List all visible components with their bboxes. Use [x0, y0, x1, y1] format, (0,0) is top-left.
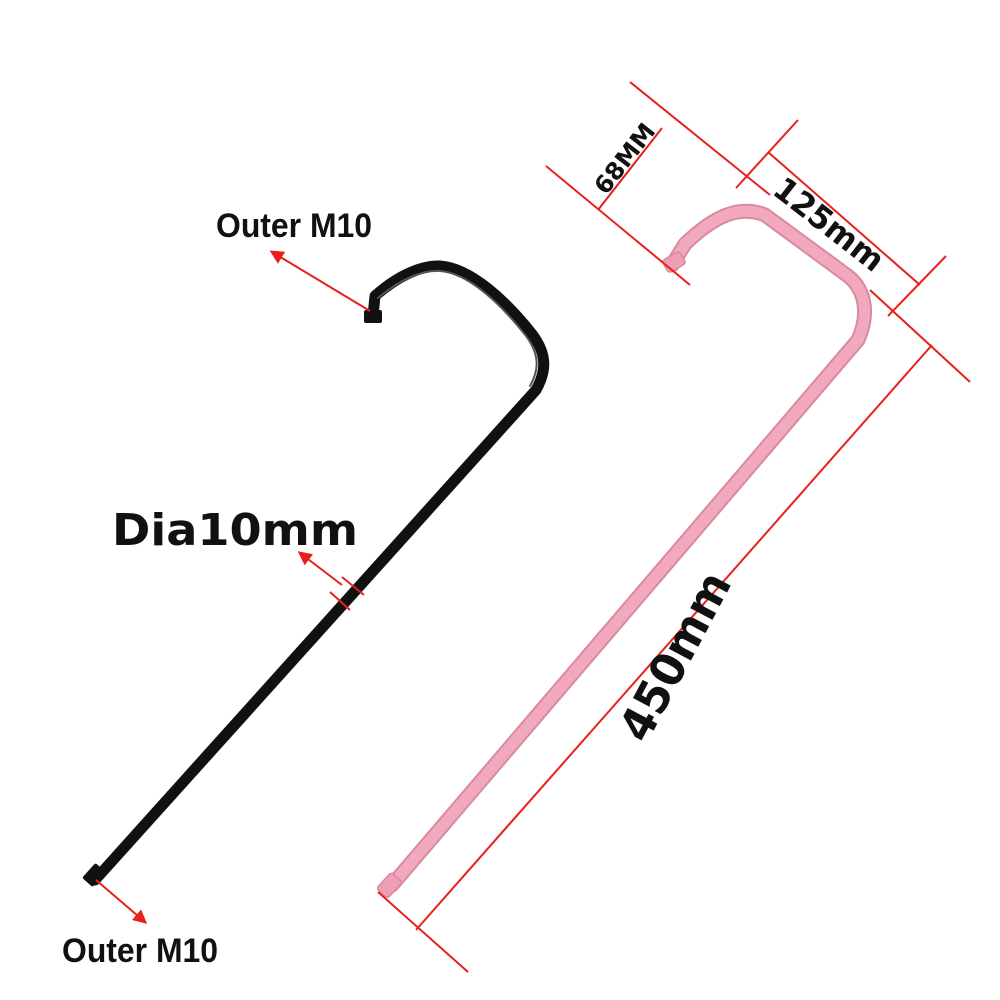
offset-dimension — [597, 127, 663, 211]
black-rod-top-thread — [364, 310, 382, 323]
black-rod-bottom-thread — [82, 863, 106, 887]
black-rod — [82, 260, 550, 887]
black-rod-highlight — [377, 269, 538, 387]
top-thread-label: Outer M10 — [216, 207, 372, 245]
length-top-dimension — [767, 151, 921, 286]
length-top-extension-left — [735, 119, 799, 189]
diameter-label: Dia10mm — [112, 505, 358, 556]
dimension-lines — [95, 81, 971, 973]
bottom-thread-arrow — [95, 879, 148, 924]
diameter-arrow — [297, 551, 343, 586]
offset-height-label: 68MM — [589, 118, 662, 200]
offset-extension-outer — [545, 165, 691, 286]
top-thread-arrow — [269, 250, 371, 312]
bottom-thread-label: Outer M10 — [62, 932, 218, 970]
length-main-dimension — [415, 344, 933, 931]
diameter-tick-right — [341, 576, 365, 596]
pink-rod-bottom-thread — [376, 872, 402, 899]
diameter-tick-left — [329, 591, 351, 611]
pink-rod-body — [386, 205, 871, 891]
main-length-label: 450mm — [608, 562, 742, 750]
length-main-extension-bottom — [377, 891, 469, 973]
black-rod-body — [89, 260, 550, 886]
pink-rod-edge — [384, 203, 873, 893]
pink-rod — [376, 203, 873, 899]
length-main-extension-top — [869, 289, 971, 383]
length-top-extension-right — [887, 255, 947, 317]
